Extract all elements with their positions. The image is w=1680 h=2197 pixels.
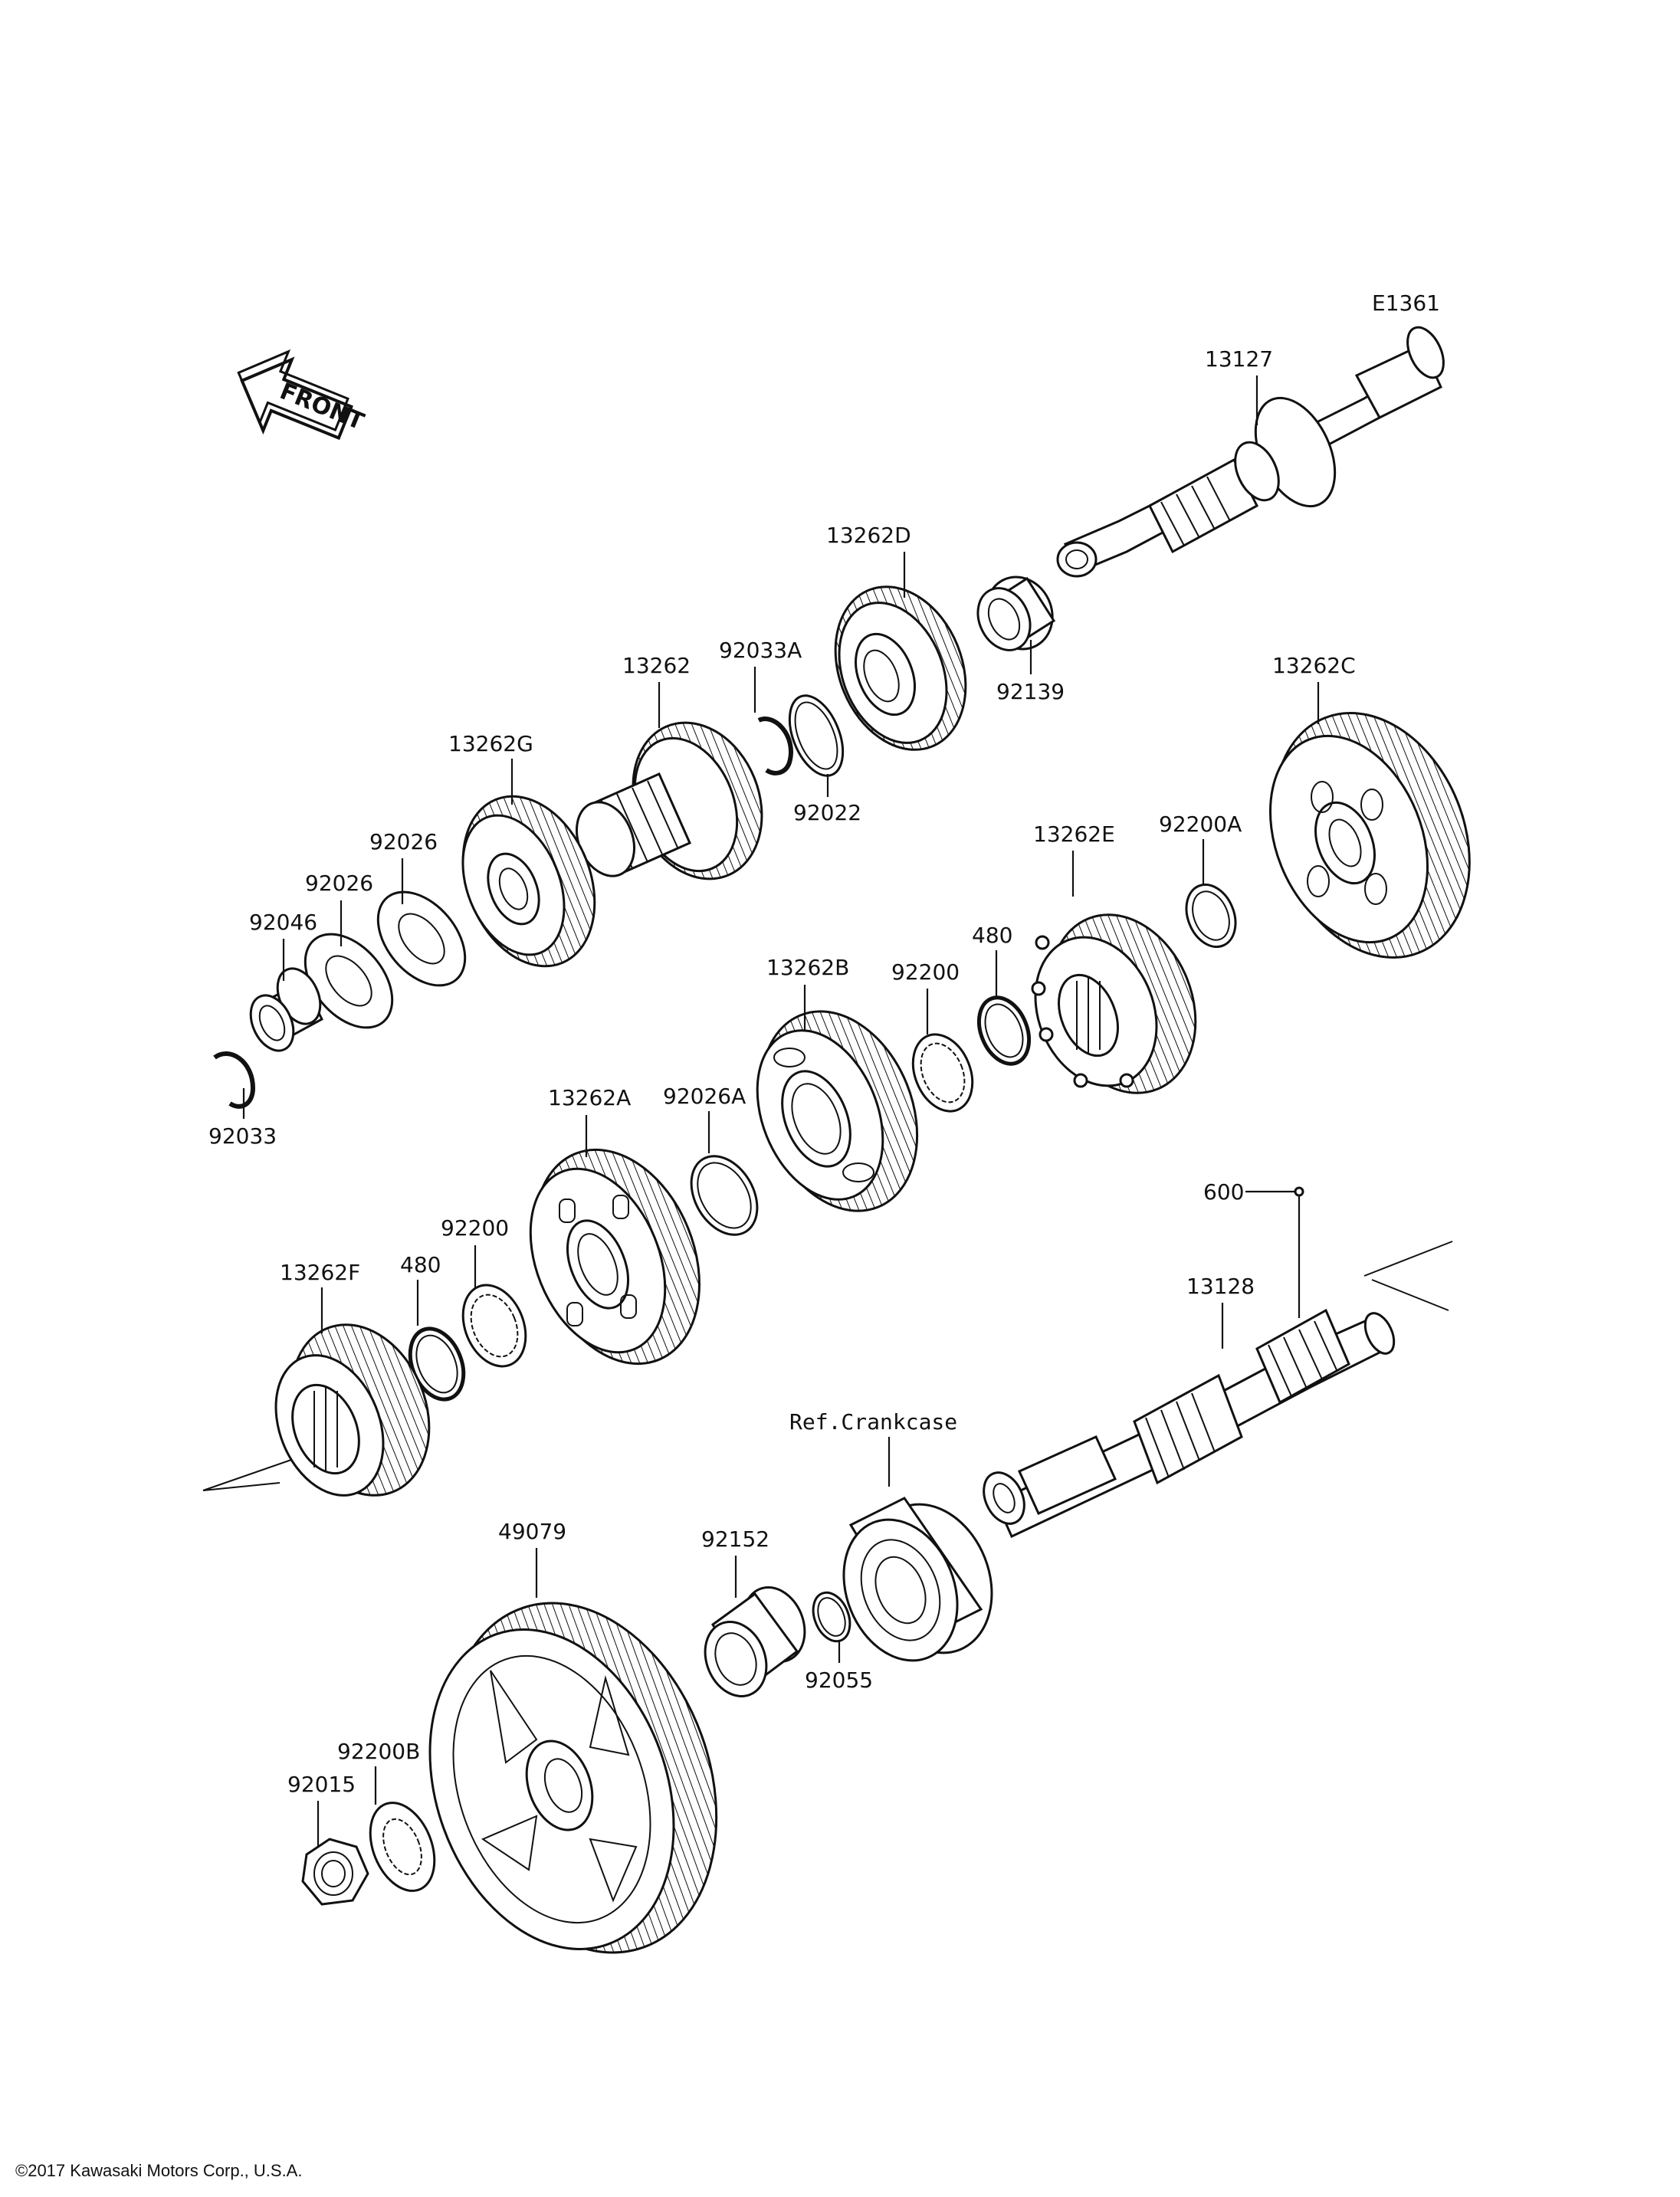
- ring-92022: [788, 694, 845, 777]
- label-92046: 92046: [249, 910, 317, 935]
- label-600: 600: [1203, 1179, 1244, 1205]
- label-480-a: 480: [972, 923, 1012, 948]
- label-92200B: 92200B: [337, 1739, 420, 1764]
- sprocket-49079: [428, 1602, 718, 1954]
- washer-92200-a: [911, 1033, 974, 1113]
- label-13262E: 13262E: [1033, 821, 1115, 847]
- label-92026A: 92026A: [663, 1084, 746, 1109]
- label-92033A: 92033A: [719, 638, 802, 663]
- nut-92015: [301, 1838, 369, 1906]
- gear-13262F: [274, 1323, 431, 1497]
- label-92015: 92015: [287, 1772, 356, 1797]
- label-13262C: 13262C: [1272, 653, 1356, 678]
- shaft-13127: [1056, 326, 1445, 578]
- label-92200A: 92200A: [1159, 812, 1242, 837]
- collar-92152: [704, 1586, 806, 1697]
- label-92026-a: 92026: [305, 871, 373, 896]
- gear-13262D: [834, 585, 967, 751]
- label-92026-b: 92026: [369, 829, 438, 854]
- gear-13262B: [756, 1010, 919, 1212]
- label-13127: 13127: [1205, 346, 1273, 372]
- bearing-ref-crankcase: [842, 1497, 993, 1662]
- washer-92200B: [369, 1802, 436, 1892]
- washer-92200-b: [461, 1284, 527, 1368]
- label-13262A: 13262A: [548, 1085, 631, 1110]
- label-13262D: 13262D: [826, 523, 911, 548]
- bearing-92046: [249, 967, 323, 1052]
- label-92152: 92152: [701, 1526, 769, 1552]
- washer-92026A: [690, 1155, 759, 1236]
- gear-13262E: [1031, 913, 1197, 1094]
- gear-13262C: [1268, 712, 1471, 959]
- label-13262G: 13262G: [448, 731, 533, 756]
- label-92200-a: 92200: [891, 959, 960, 985]
- gear-13262: [576, 721, 763, 880]
- label-13262: 13262: [622, 653, 691, 678]
- circlip-92033: [213, 1051, 256, 1109]
- gear-13262G: [461, 795, 596, 968]
- front-arrow-icon: FRONT: [237, 349, 368, 441]
- label-92055: 92055: [805, 1667, 873, 1693]
- circlip-480-a: [976, 995, 1032, 1066]
- oring-92055: [812, 1591, 851, 1643]
- front-label: FRONT: [276, 378, 368, 436]
- label-92200-b: 92200: [441, 1215, 509, 1241]
- label-13128: 13128: [1186, 1274, 1255, 1299]
- label-13262B: 13262B: [766, 955, 849, 980]
- label-49079: 49079: [498, 1519, 566, 1544]
- circlip-92033A: [757, 716, 793, 776]
- washer-92026-b: [376, 890, 467, 987]
- diagram-id: E1361: [1372, 290, 1440, 316]
- label-92022: 92022: [793, 800, 861, 825]
- label-ref-crankcase: Ref.Crankcase: [789, 1409, 957, 1435]
- label-92033: 92033: [208, 1123, 277, 1149]
- shaft-13128: [983, 1308, 1396, 1539]
- bushing-92139: [976, 575, 1056, 651]
- copyright-text: ©2017 Kawasaki Motors Corp., U.S.A.: [15, 2161, 303, 2180]
- washer-92200A: [1185, 883, 1237, 949]
- label-13262F: 13262F: [280, 1260, 360, 1285]
- washer-92026-a: [304, 933, 394, 1029]
- label-92139: 92139: [996, 679, 1065, 704]
- label-480-b: 480: [400, 1252, 441, 1277]
- gear-13262A: [529, 1148, 701, 1366]
